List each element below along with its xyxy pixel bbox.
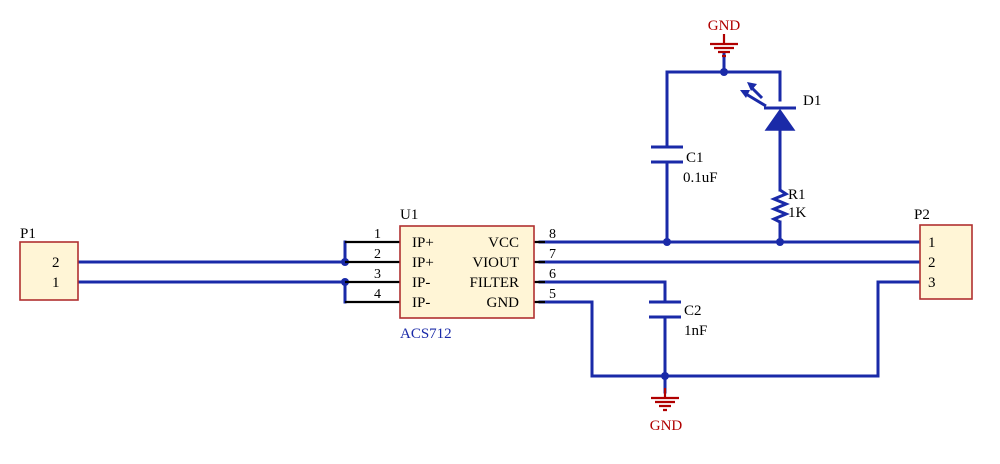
capacitor-c1-ref: C1 (686, 150, 704, 166)
u1-pin-number: 1 (374, 227, 381, 242)
u1-pin-name: IP- (412, 275, 430, 291)
led-d1-light-arrowhead-icon (747, 82, 757, 91)
junction-dot (661, 372, 669, 380)
resistor-r1-value: 1K (788, 205, 807, 221)
u1-pin-name: IP- (412, 295, 430, 311)
resistor-r1-ref: R1 (788, 187, 806, 203)
u1-body (399, 225, 535, 319)
u1-pin-number: 4 (374, 287, 381, 302)
connector-p1-body (19, 241, 79, 301)
ground-symbol-bottom: GND (650, 388, 683, 434)
resistor-r1-zigzag (770, 188, 790, 224)
u1-pin-name: GND (487, 295, 520, 311)
wires (76, 52, 922, 394)
u1-pin-number: 6 (549, 267, 556, 282)
junction-dot (720, 68, 728, 76)
u1-pin-name: IP+ (412, 255, 434, 271)
ground-bottom-icon (651, 388, 679, 412)
connector-p2-body (919, 224, 973, 300)
u1-pin-name: IP+ (412, 235, 434, 251)
wire-filter (538, 280, 667, 304)
u1-pin-name: VIOUT (472, 255, 519, 271)
connector-p1: P1 2 1 (19, 226, 79, 301)
led-d1-light-arrow-icon (750, 86, 764, 100)
u1-ref: U1 (400, 207, 418, 223)
capacitor-c2-value: 1nF (684, 323, 707, 339)
wire-gnd-pin5 (538, 280, 922, 378)
connector-p1-pin-label: 1 (52, 275, 60, 291)
capacitor-c1-plates (651, 145, 683, 164)
u1-pin-number: 3 (374, 267, 381, 282)
u1-right-pin-lines (534, 240, 545, 304)
ground-top-label: GND (708, 18, 741, 34)
u1-pin-number: 8 (549, 227, 556, 242)
u1-pin-number: 2 (374, 247, 381, 262)
capacitor-c2-plates (649, 300, 681, 319)
connector-p1-ref: P1 (20, 226, 36, 242)
ic-u1: U1 ACS712 1 2 3 4 IP+ IP+ IP- IP- VCC VI… (345, 207, 556, 342)
junction-dot (663, 238, 671, 246)
led-d1-light-arrowhead-icon (740, 90, 750, 98)
capacitor-c2-ref: C2 (684, 303, 702, 319)
ground-symbol-top: GND (708, 18, 741, 58)
u1-pin-number: 5 (549, 287, 556, 302)
junction-dot (776, 238, 784, 246)
u1-left-pin-lines (345, 240, 400, 304)
resistor-r1: R1 1K (770, 187, 807, 224)
u1-value: ACS712 (400, 326, 452, 342)
led-d1: D1 (740, 82, 821, 131)
u1-pin-name: VCC (488, 235, 519, 251)
connector-p2-pin-label: 3 (928, 275, 936, 291)
connector-p2: P2 1 2 3 (914, 207, 973, 300)
u1-pin-number: 7 (549, 247, 556, 262)
capacitor-c1-value: 0.1uF (683, 170, 718, 186)
led-d1-triangle (764, 108, 796, 131)
capacitor-c1: C1 0.1uF (651, 145, 718, 186)
connector-p2-ref: P2 (914, 207, 930, 223)
connector-p1-pin-label: 2 (52, 255, 60, 271)
ground-bottom-label: GND (650, 418, 683, 434)
led-d1-light-arrow-icon (745, 92, 767, 108)
u1-pin-name: FILTER (470, 275, 519, 291)
connector-p2-pin-label: 1 (928, 235, 936, 251)
led-d1-ref: D1 (803, 93, 821, 109)
wire-c1-top (665, 70, 782, 149)
ground-top-icon (710, 34, 738, 58)
capacitor-c2: C2 1nF (649, 300, 707, 339)
connector-p2-pin-label: 2 (928, 255, 936, 271)
